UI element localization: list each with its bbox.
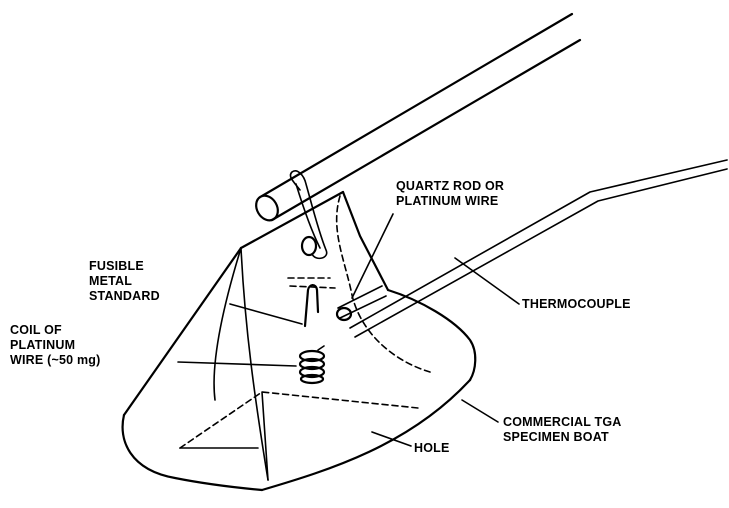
boat-hole xyxy=(179,391,419,481)
hanger-wire xyxy=(289,170,328,260)
label-thermocouple: THERMOCOUPLE xyxy=(522,297,631,311)
label-hole: HOLE xyxy=(414,441,450,455)
label-fusible-line2: METAL xyxy=(89,274,132,288)
label-fusible-line1: FUSIBLE xyxy=(89,259,144,273)
support-rod xyxy=(255,12,582,222)
hanger-hole xyxy=(300,235,318,257)
thermocouple-tube xyxy=(349,159,728,338)
specimen-boat xyxy=(121,190,477,492)
fusible-metal-standard xyxy=(303,284,320,328)
label-quartz-rod: QUARTZ ROD OR PLATINUM WIRE xyxy=(396,179,504,208)
label-boat: COMMERCIAL TGA SPECIMEN BOAT xyxy=(503,415,622,444)
label-coil-line1: COIL OF xyxy=(10,323,62,337)
label-coil: COIL OF PLATINUM WIRE (~50 mg) xyxy=(10,323,100,367)
quartz-rod xyxy=(287,277,387,322)
label-boat-line2: SPECIMEN BOAT xyxy=(503,430,609,444)
label-coil-line3: WIRE (~50 mg) xyxy=(10,353,100,367)
label-boat-line1: COMMERCIAL TGA xyxy=(503,415,622,429)
label-quartz-rod-line2: PLATINUM WIRE xyxy=(396,194,498,208)
label-coil-line2: PLATINUM xyxy=(10,338,75,352)
leader-lines xyxy=(177,213,520,447)
label-fusible-metal: FUSIBLE METAL STANDARD xyxy=(89,259,160,303)
platinum-coil xyxy=(298,345,326,385)
label-fusible-line3: STANDARD xyxy=(89,289,160,303)
label-quartz-rod-line1: QUARTZ ROD OR xyxy=(396,179,504,193)
